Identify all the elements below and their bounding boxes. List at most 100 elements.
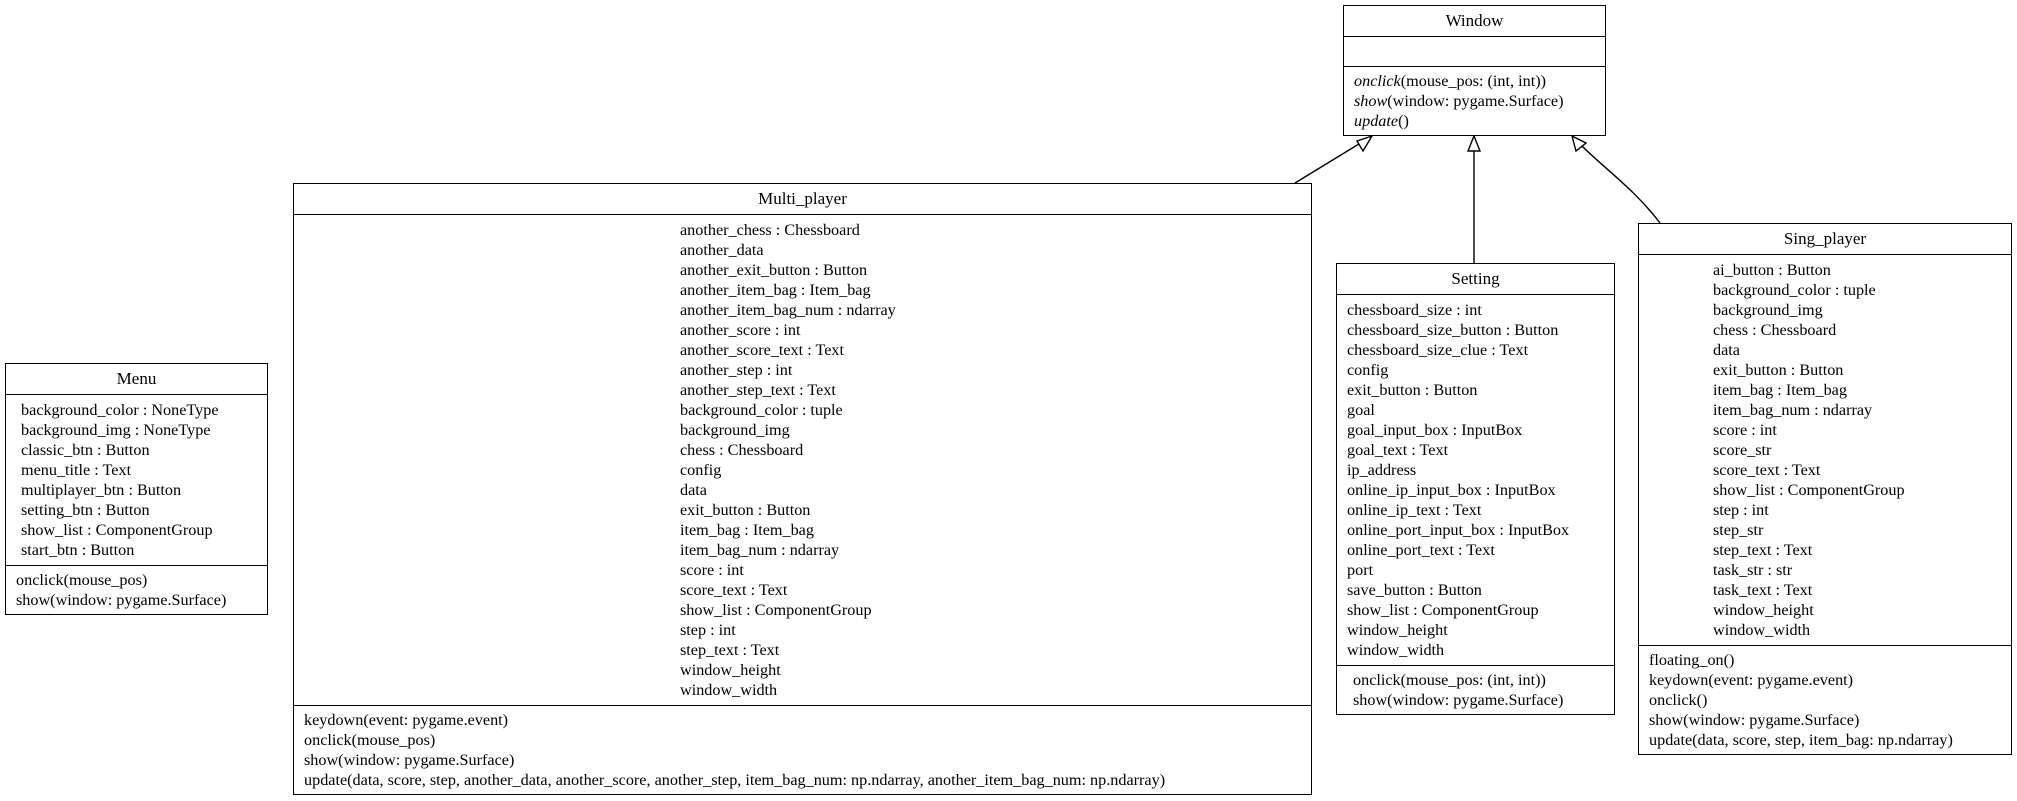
attribute: multiplayer_btn : Button: [21, 481, 182, 499]
arrowhead-multi-player: [1355, 134, 1374, 153]
operation: show(window: pygame.Surface): [16, 591, 227, 609]
attribute: window_height: [680, 661, 781, 679]
attribute: score_text : Text: [1713, 461, 1821, 479]
attribute: exit_button : Button: [680, 501, 811, 519]
attribute: score_text : Text: [680, 581, 788, 599]
operation: floating_on(): [1649, 651, 1735, 669]
operation: update(): [1344, 111, 1605, 131]
attribute: window_height: [1347, 621, 1448, 639]
attribute: window_width: [680, 681, 778, 699]
attribute: online_ip_input_box : InputBox: [1347, 481, 1556, 499]
attribute: item_bag_num : ndarray: [680, 541, 840, 559]
operation: update(data, score, step, item_bag: np.n…: [1649, 731, 1953, 749]
operation: onclick(mouse_pos): [16, 571, 148, 589]
attribute: setting_btn : Button: [21, 501, 150, 519]
attribute: exit_button : Button: [1713, 361, 1844, 379]
attribute: step_str: [1713, 521, 1764, 539]
class-title: Menu: [6, 364, 267, 395]
class-multi-player: Multi_player another_chess : Chessboard …: [293, 183, 1312, 795]
attribute: task_str : str: [1713, 561, 1793, 579]
attribute: goal: [1347, 401, 1375, 419]
operation: show(window: pygame.Surface): [1353, 691, 1564, 709]
class-setting: Setting chessboard_size : int chessboard…: [1336, 263, 1615, 715]
class-title: Setting: [1337, 264, 1614, 295]
operation-params: (window: pygame.Surface): [1387, 92, 1564, 110]
attribute: background_img : NoneType: [21, 421, 211, 439]
attribute: config: [680, 461, 722, 479]
attribute: background_img: [680, 421, 790, 439]
attribute: data: [1713, 341, 1740, 359]
operation-params: (): [1398, 112, 1409, 130]
attribute: chess : Chessboard: [1713, 321, 1837, 339]
class-title: Multi_player: [294, 184, 1311, 215]
attribute: online_port_text : Text: [1347, 541, 1495, 559]
attribute: port: [1347, 561, 1374, 579]
attribute: another_exit_button : Button: [680, 261, 868, 279]
attribute: step : int: [680, 621, 736, 639]
operation-name: onclick: [1354, 72, 1401, 90]
operation: onclick(mouse_pos: (int, int)): [1353, 671, 1546, 689]
attribute: show_list : ComponentGroup: [680, 601, 872, 619]
arrowhead-sing-player: [1570, 134, 1588, 153]
attribute: menu_title : Text: [21, 461, 132, 479]
operation: onclick(mouse_pos: (int, int)): [1344, 71, 1605, 91]
attribute: score_str: [1713, 441, 1772, 459]
class-attributes: chessboard_size : int chessboard_size_bu…: [1337, 295, 1614, 666]
attribute: task_text : Text: [1713, 581, 1813, 599]
attribute: online_ip_text : Text: [1347, 501, 1482, 519]
attribute: online_port_input_box : InputBox: [1347, 521, 1570, 539]
attribute: score : int: [1713, 421, 1777, 439]
attribute: start_btn : Button: [21, 541, 135, 559]
attribute: chessboard_size_button : Button: [1347, 321, 1559, 339]
attribute: another_score_text : Text: [680, 341, 844, 359]
attribute: chessboard_size : int: [1347, 301, 1482, 319]
arrowhead-setting: [1466, 134, 1482, 152]
class-operations: keydown(event: pygame.event) onclick(mou…: [294, 706, 1311, 794]
attribute: step : int: [1713, 501, 1769, 519]
attribute: show_list : ComponentGroup: [1347, 601, 1539, 619]
attribute: another_score : int: [680, 321, 801, 339]
attribute: window_width: [1713, 621, 1811, 639]
attribute: item_bag : Item_bag: [680, 521, 814, 539]
operation: onclick(mouse_pos): [304, 731, 436, 749]
attribute: another_item_bag : Item_bag: [680, 281, 871, 299]
attribute: item_bag : Item_bag: [1713, 381, 1847, 399]
attribute: save_button : Button: [1347, 581, 1482, 599]
attribute: step_text : Text: [680, 641, 780, 659]
class-attributes: background_color : NoneType background_i…: [6, 395, 267, 566]
operation: show(window: pygame.Surface): [1344, 91, 1605, 111]
operation: keydown(event: pygame.event): [304, 711, 509, 729]
attribute: another_chess : Chessboard: [680, 221, 860, 239]
class-operations: floating_on() keydown(event: pygame.even…: [1639, 646, 2011, 754]
class-window: Window onclick(mouse_pos: (int, int)) sh…: [1343, 5, 1606, 136]
attribute: another_step : int: [680, 361, 793, 379]
attribute: data: [680, 481, 707, 499]
attribute: classic_btn : Button: [21, 441, 150, 459]
class-operations: onclick(mouse_pos: (int, int)) show(wind…: [1337, 666, 1614, 714]
class-sing-player: Sing_player ai_button : Button backgroun…: [1638, 223, 2012, 755]
attribute: background_color : NoneType: [21, 401, 219, 419]
class-title: Sing_player: [1639, 224, 2011, 255]
attribute: goal_input_box : InputBox: [1347, 421, 1523, 439]
operation: onclick(): [1649, 691, 1708, 709]
attribute: background_img: [1713, 301, 1823, 319]
attribute: window_width: [1347, 641, 1445, 659]
attribute: show_list : ComponentGroup: [1713, 481, 1905, 499]
attribute: step_text : Text: [1713, 541, 1813, 559]
attribute: another_data: [680, 241, 764, 259]
class-attributes: another_chess : Chessboard another_data …: [294, 215, 1311, 706]
operation: show(window: pygame.Surface): [1649, 711, 1860, 729]
attribute: background_color : tuple: [1713, 281, 1876, 299]
attribute: another_item_bag_num : ndarray: [680, 301, 896, 319]
attribute: chessboard_size_clue : Text: [1347, 341, 1529, 359]
attribute: config: [1347, 361, 1389, 379]
attribute: exit_button : Button: [1347, 381, 1478, 399]
operation: show(window: pygame.Surface): [304, 751, 515, 769]
operation-name: show: [1354, 92, 1388, 110]
class-operations: onclick(mouse_pos) show(window: pygame.S…: [6, 566, 267, 614]
operation-name: update: [1354, 112, 1399, 130]
operation: update(data, score, step, another_data, …: [304, 771, 1166, 789]
class-attributes: ai_button : Button background_color : tu…: [1639, 255, 2011, 646]
